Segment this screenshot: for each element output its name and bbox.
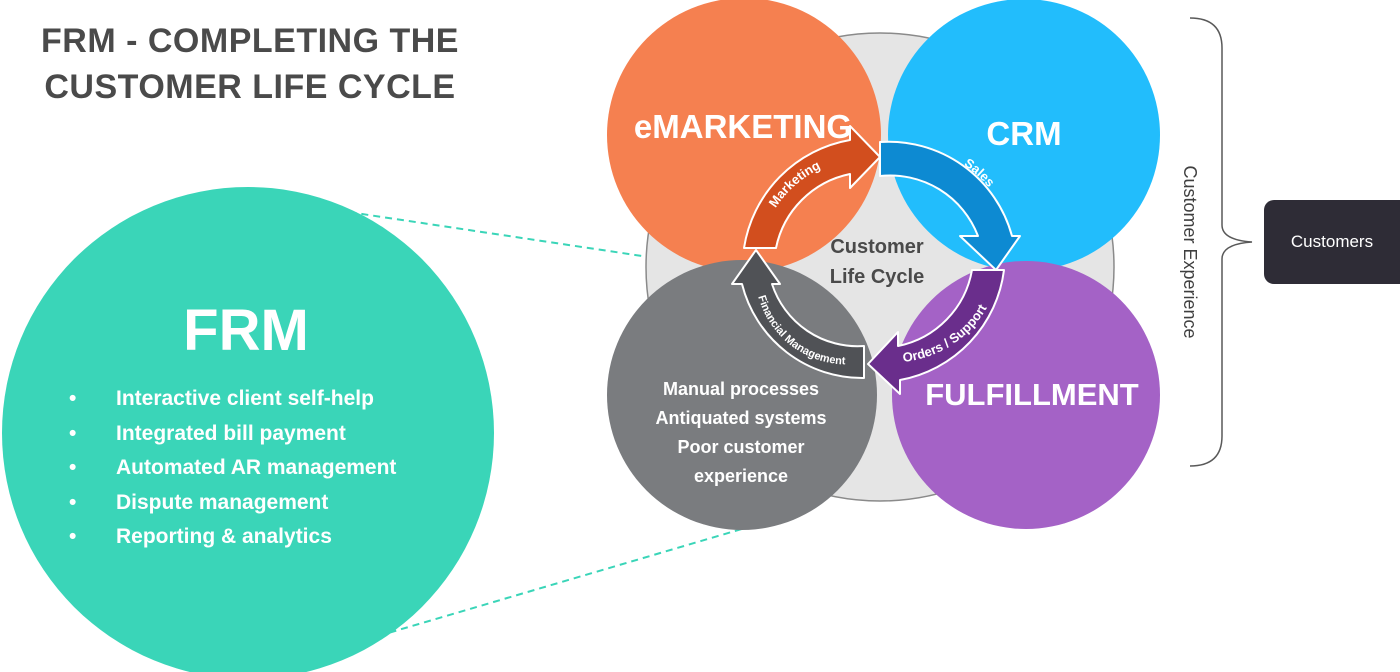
- frm-feature-text: Integrated bill payment: [116, 421, 346, 445]
- page-title: FRM - COMPLETING THE CUSTOMER LIFE CYCLE: [0, 18, 500, 110]
- bullet-icon: •: [69, 456, 77, 479]
- marketing-arrow: [743, 125, 881, 249]
- frm-feature-text: Automated AR management: [116, 456, 397, 479]
- emarketing-label: eMARKETING: [634, 108, 852, 145]
- frm-feature-item: • Integrated bill payment: [60, 417, 396, 452]
- financial-management-arrow: [731, 249, 865, 380]
- frm-feature-text: Reporting & analytics: [116, 525, 332, 548]
- gray-text-line-1: Manual processes: [663, 379, 819, 399]
- customers-box: Customers: [1264, 200, 1400, 284]
- customers-label: Customers: [1290, 232, 1374, 251]
- customer-experience-bracket: [1189, 17, 1253, 467]
- orders-support-arrow: [867, 269, 1005, 395]
- bullet-icon: •: [69, 490, 77, 514]
- frm-circle: [2, 187, 494, 672]
- page-title-line-1: FRM - COMPLETING THE: [41, 22, 459, 60]
- crm-label: CRM: [986, 115, 1061, 152]
- gray-text-line-4: experience: [694, 466, 788, 486]
- page-title-line-2: CUSTOMER LIFE CYCLE: [44, 68, 456, 106]
- frm-feature-item: • Interactive client self-help: [60, 382, 396, 417]
- bullet-icon: •: [69, 421, 77, 445]
- gray-text-line-3: Poor customer: [677, 437, 804, 457]
- customer-experience-label: Customer Experience: [1180, 165, 1200, 338]
- frm-feature-item: • Automated AR management: [60, 451, 396, 486]
- center-label-line-2: Life Cycle: [830, 266, 924, 288]
- zoom-line-bottom: [377, 515, 787, 637]
- bullet-icon: •: [69, 525, 77, 548]
- gray-text-line-2: Antiquated systems: [655, 408, 826, 428]
- center-label-line-1: Customer: [830, 236, 924, 258]
- frm-heading: FRM: [183, 298, 309, 363]
- frm-feature-item: • Reporting & analytics: [60, 520, 396, 555]
- frm-feature-text: Interactive client self-help: [116, 387, 374, 410]
- fulfillment-label: FULFILLMENT: [925, 377, 1139, 412]
- bullet-icon: •: [69, 387, 77, 410]
- frm-feature-text: Dispute management: [116, 490, 329, 514]
- sales-arrow: [879, 140, 1021, 271]
- gray-circle: [607, 260, 877, 530]
- frm-feature-item: • Dispute management: [60, 486, 396, 521]
- frm-feature-list: • Interactive client self-help • Integrate…: [60, 382, 396, 555]
- emarketing-circle: [607, 0, 881, 272]
